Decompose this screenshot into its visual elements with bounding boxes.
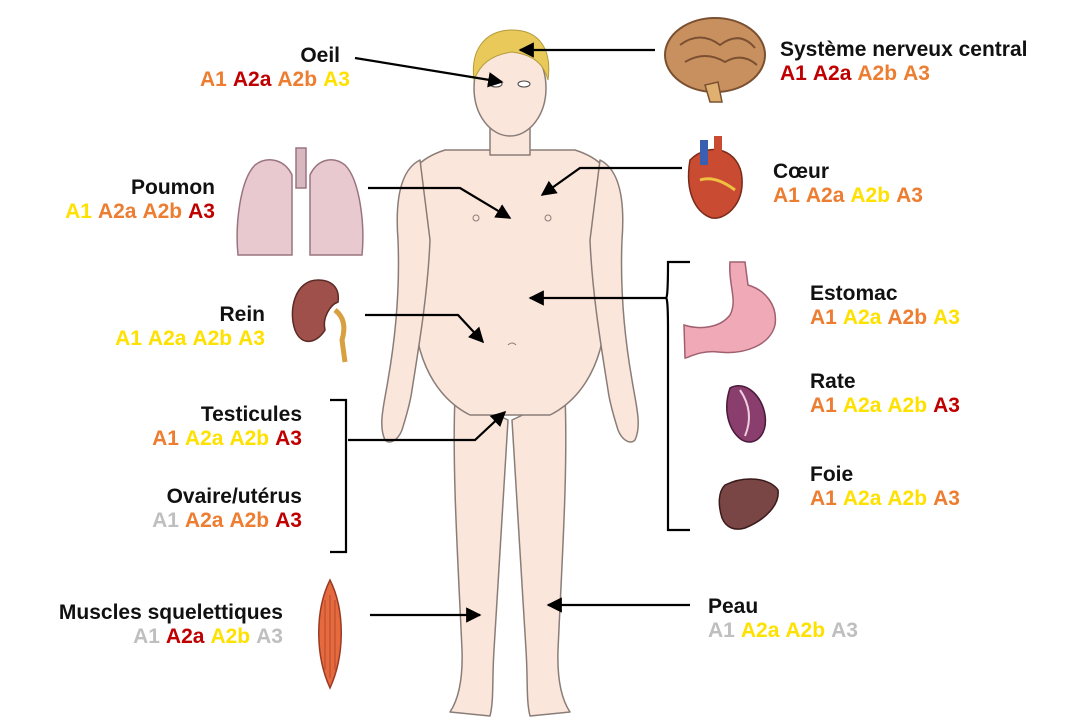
organ-name: Cœur	[773, 160, 923, 184]
code-a1: A1	[200, 68, 227, 91]
muscle-icon	[319, 580, 342, 688]
organ-name: Peau	[708, 595, 858, 619]
code-a2b: A2b	[850, 184, 890, 207]
bracket-gonads	[330, 400, 346, 552]
code-a2a: A2a	[806, 184, 845, 207]
code-a2b: A2b	[142, 200, 182, 223]
spleen-icon	[727, 386, 766, 442]
code-a3: A3	[903, 62, 930, 85]
organ-name: Estomac	[810, 282, 960, 306]
code-a1: A1	[152, 509, 179, 532]
organ-name: Système nerveux central	[780, 38, 1027, 62]
code-a2a: A2a	[843, 487, 882, 510]
code-a1: A1	[810, 306, 837, 329]
organ-name: Rate	[810, 370, 960, 394]
code-a3: A3	[933, 487, 960, 510]
code-a2a: A2a	[166, 625, 205, 648]
code-a2b: A2b	[229, 509, 269, 532]
code-a1: A1	[773, 184, 800, 207]
code-a2b: A2b	[229, 427, 269, 450]
code-a2a: A2a	[148, 327, 187, 350]
right-eye-shape	[518, 81, 530, 87]
bracket-abdomen	[666, 262, 690, 530]
code-a3: A3	[896, 184, 923, 207]
code-a2b: A2b	[887, 394, 927, 417]
code-a2a: A2a	[843, 306, 882, 329]
code-a2b: A2b	[785, 619, 825, 642]
liver-icon	[719, 479, 778, 529]
code-a3: A3	[256, 625, 283, 648]
code-a1: A1	[65, 200, 92, 223]
code-a3: A3	[831, 619, 858, 642]
code-a2a: A2a	[843, 394, 882, 417]
code-a2b: A2b	[857, 62, 897, 85]
organ-name: Rein	[60, 303, 265, 327]
organ-name: Foie	[810, 463, 960, 487]
code-a1: A1	[152, 427, 179, 450]
code-a2a: A2a	[98, 200, 137, 223]
organ-name: Oeil	[200, 44, 340, 68]
code-a1: A1	[780, 62, 807, 85]
heart-icon	[689, 136, 743, 218]
brain-icon	[665, 18, 765, 102]
code-a2a: A2a	[185, 509, 224, 532]
code-a1: A1	[810, 394, 837, 417]
code-a1: A1	[133, 625, 160, 648]
code-a2b: A2b	[887, 306, 927, 329]
organ-name: Muscles squelettiques	[6, 601, 283, 625]
code-a3: A3	[933, 306, 960, 329]
code-a3: A3	[238, 327, 265, 350]
organ-codes: A1 A2aA2b A3	[810, 306, 960, 330]
code-a3: A3	[933, 394, 960, 417]
organ-name: Poumon	[20, 176, 215, 200]
code-a2a: A2a	[185, 427, 224, 450]
code-a1: A1	[708, 619, 735, 642]
code-a2b: A2b	[887, 487, 927, 510]
code-a2a: A2a	[741, 619, 780, 642]
kidney-icon	[292, 280, 345, 362]
stomach-icon	[684, 262, 775, 358]
code-a1: A1	[810, 487, 837, 510]
code-a2a: A2a	[813, 62, 852, 85]
code-a2b: A2b	[192, 327, 232, 350]
code-a3: A3	[275, 427, 302, 450]
organ-name: Ovaire/utérus	[90, 485, 302, 509]
code-a1: A1	[115, 327, 142, 350]
code-a3: A3	[188, 200, 215, 223]
lungs-icon	[237, 148, 363, 255]
code-a3: A3	[323, 68, 350, 91]
code-a2a: A2a	[233, 68, 272, 91]
organ-name: Testicules	[90, 403, 302, 427]
code-a3: A3	[275, 509, 302, 532]
code-a2b: A2b	[210, 625, 250, 648]
code-a2b: A2b	[277, 68, 317, 91]
